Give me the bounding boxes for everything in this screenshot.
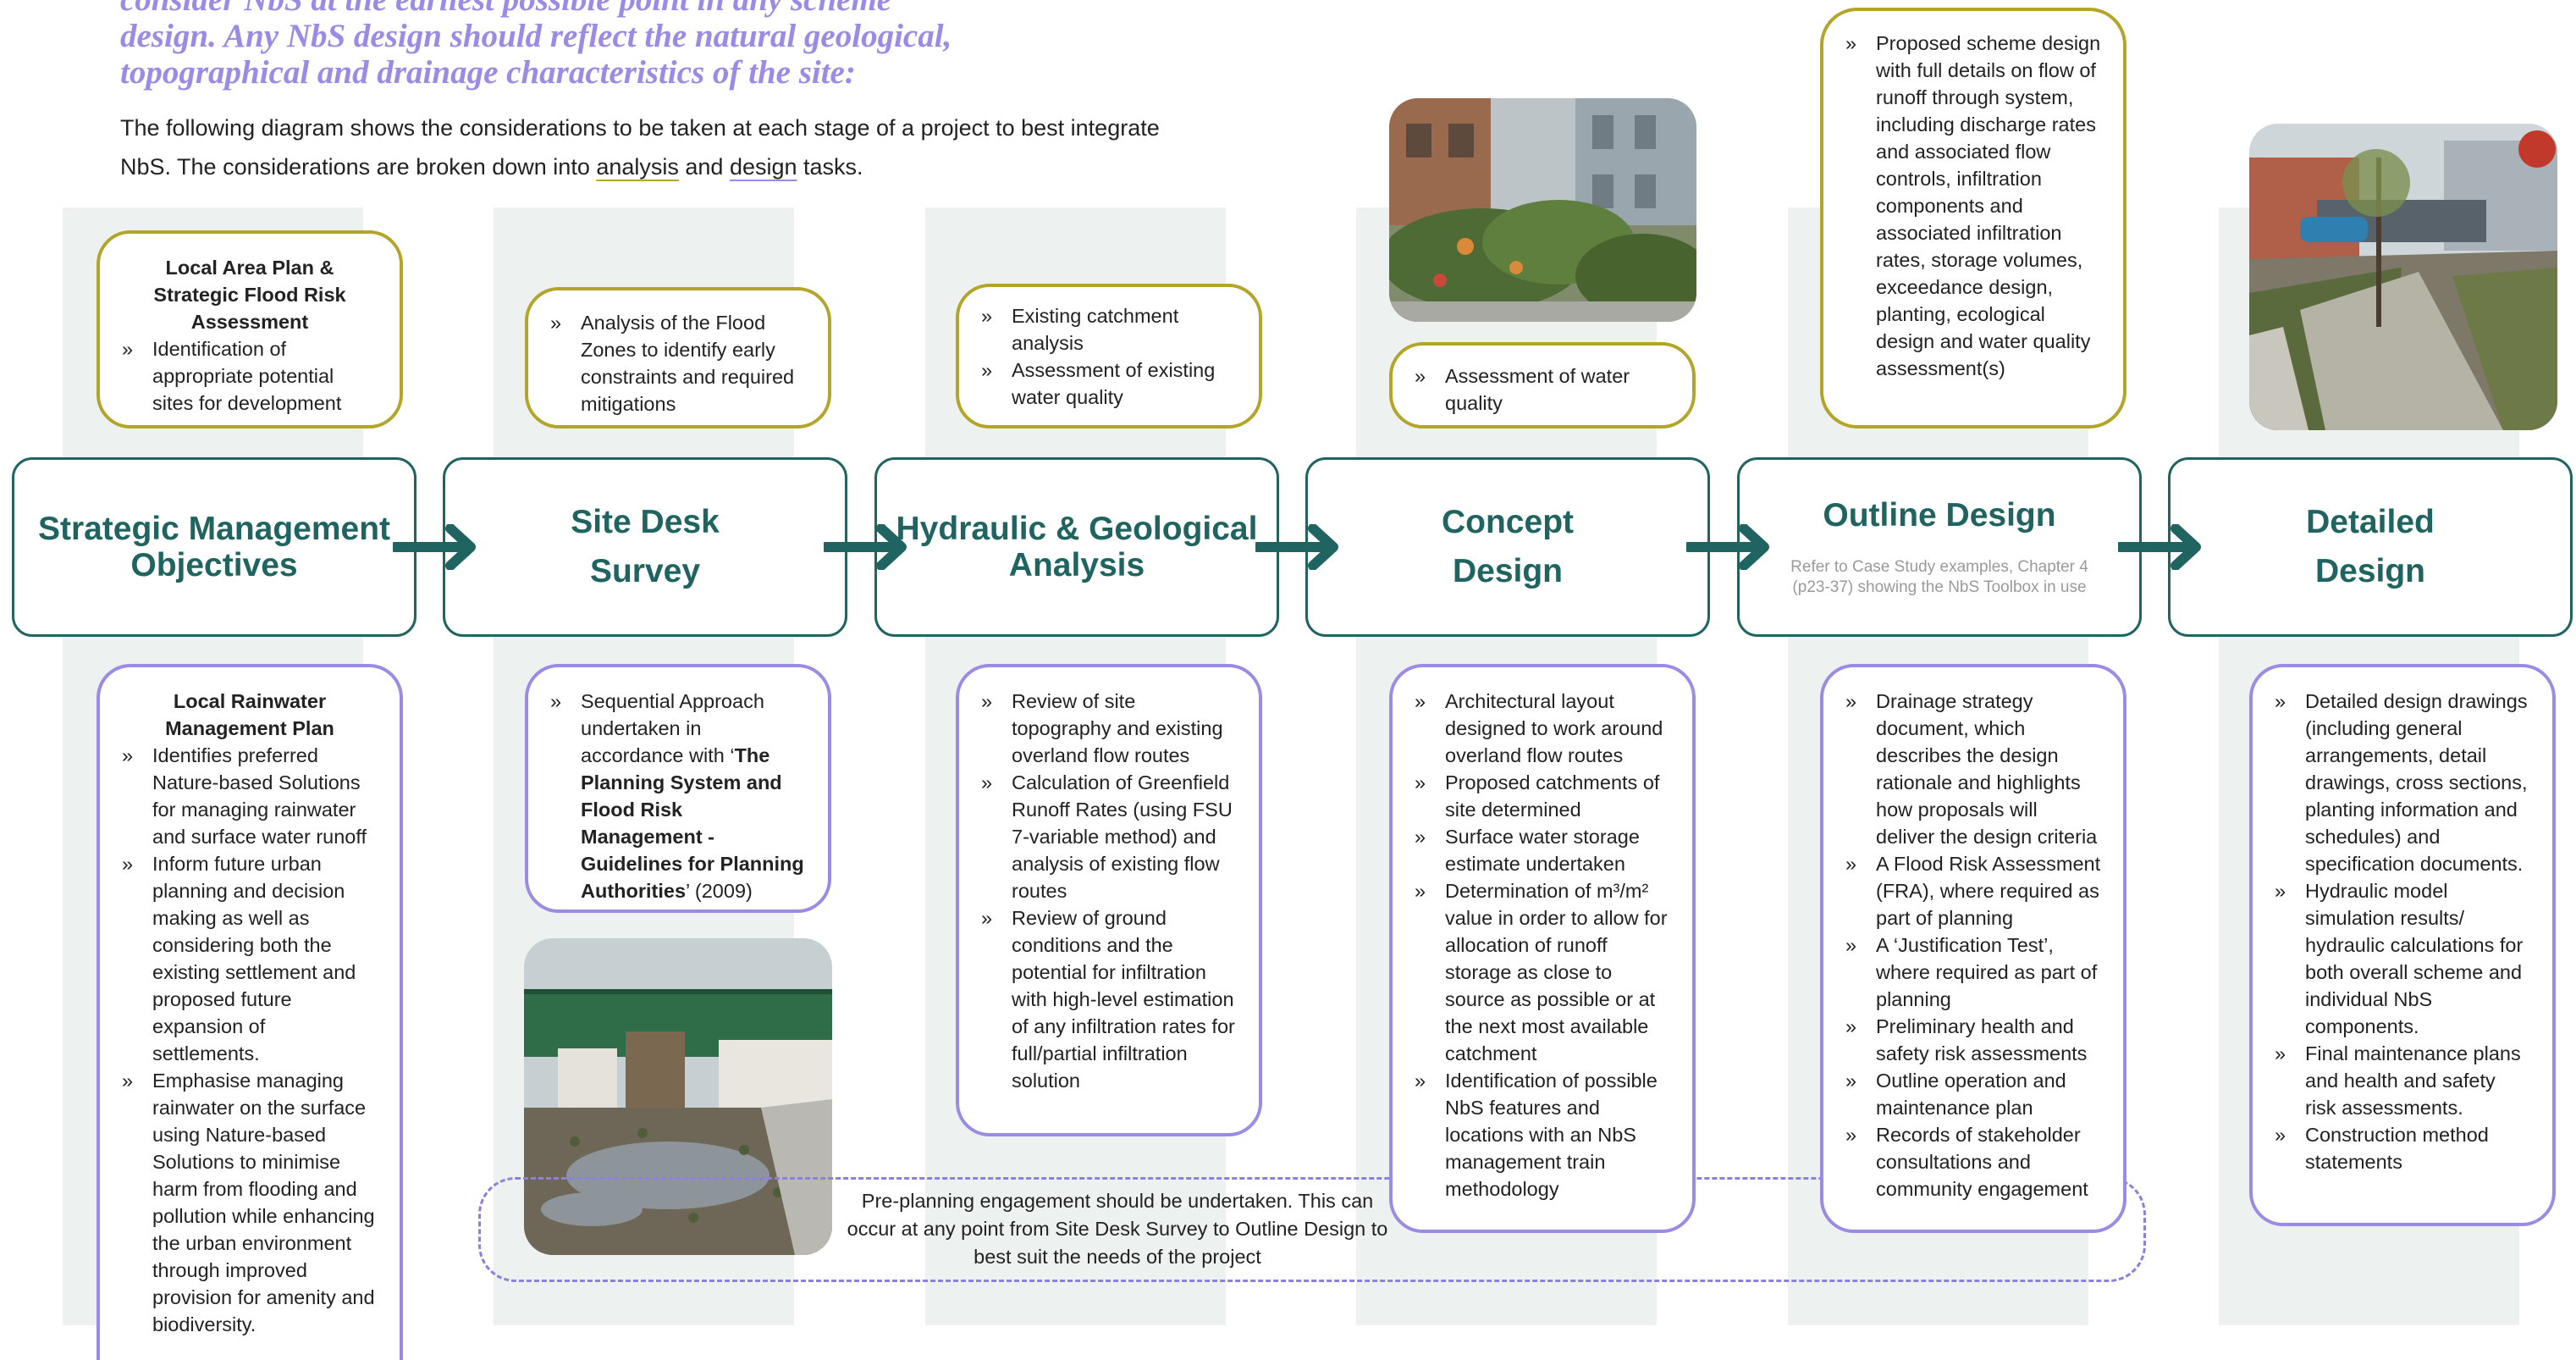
arrow-right-icon [2118, 524, 2201, 570]
card-list-item: Preliminary health and safety risk asses… [1845, 1013, 2101, 1067]
stage-title: Hydraulic & Geological Analysis [896, 511, 1258, 583]
card-list-item: Determination of m³/m² value in order to… [1415, 877, 1670, 1067]
analysis-key-word: analysis [596, 154, 679, 180]
card-title: Local Rainwater Management Plan [165, 690, 334, 739]
stage-title: Outline Design [1823, 496, 2056, 533]
analysis-card-site-desk-survey: Analysis of the Flood Zones to identify … [525, 287, 831, 428]
card-list-item: Identification of appropriate potential … [122, 335, 378, 417]
card-list: Sequential Approach undertaken in accord… [550, 688, 806, 904]
stage-outline-design: Outline Design Refer to Case Study examp… [1737, 457, 2142, 637]
card-list: Architectural layout designed to work ar… [1415, 688, 1670, 1202]
card-list: Drainage strategy document, which descri… [1845, 688, 2101, 1202]
card-list-item: Detailed design drawings (including gene… [2275, 688, 2530, 877]
card-list-item: Outline operation and maintenance plan [1845, 1067, 2101, 1121]
card-list-item: Identification of possible NbS features … [1415, 1067, 1670, 1202]
photo-urban-rain-garden [1389, 98, 1696, 322]
guideline-title: The Planning System and Flood Risk Manag… [581, 744, 804, 902]
card-list: Identification of appropriate potential … [122, 335, 378, 417]
card-list-item: A ‘Justification Test’, where required a… [1845, 932, 2101, 1013]
intro-text-middle: and [678, 154, 730, 180]
intro-heading-line: topographical and drainage characteristi… [120, 54, 856, 91]
card-list: Analysis of the Flood Zones to identify … [550, 309, 806, 417]
stage-strategic-management-objectives: Strategic Management Objectives [12, 457, 416, 637]
intro-heading-line: consider NbS at the earliest possible po… [120, 0, 1136, 18]
item-text: Sequential Approach undertaken in accord… [581, 690, 764, 766]
pre-planning-engagement-bracket [478, 1177, 2146, 1282]
card-list: Identifies preferred Nature-based Soluti… [122, 742, 378, 1338]
analysis-card-hydraulic: Existing catchment analysis Assessment o… [956, 284, 1262, 428]
stage-note: Refer to Case Study examples, Chapter 4 … [1790, 557, 2088, 596]
card-list-item: Identifies preferred Nature-based Soluti… [122, 742, 378, 850]
analysis-card-strategic: Local Area Plan & Strategic Flood Risk A… [97, 230, 403, 428]
analysis-card-outline: Proposed scheme design with full details… [1820, 8, 2126, 428]
pre-planning-engagement-note: Pre-planning engagement should be undert… [847, 1190, 1388, 1268]
item-text: ’ (2009) [686, 880, 753, 902]
intro-text-after: tasks. [797, 154, 863, 180]
card-list-item: Proposed scheme design with full details… [1845, 30, 2101, 382]
photo-flooded-planting-area [524, 938, 832, 1255]
card-list-item: Assessment of water quality [1415, 362, 1670, 417]
arrow-right-icon [1686, 524, 1769, 570]
card-list-item: Final maintenance plans and health and s… [2275, 1040, 2530, 1121]
stage-detailed-design: Detailed Design [2168, 457, 2573, 637]
card-list-item: Calculation of Greenfield Runoff Rates (… [981, 769, 1237, 904]
card-list-item: Existing catchment analysis [981, 302, 1237, 357]
card-list-item: Sequential Approach undertaken in accord… [550, 688, 806, 904]
stage-title: Concept Design [1442, 504, 1574, 589]
design-card-detailed: Detailed design drawings (including gene… [2249, 664, 2556, 1226]
card-list-item: A Flood Risk Assessment (FRA), where req… [1845, 850, 2101, 932]
card-title: Local Area Plan & Strategic Flood Risk A… [153, 257, 346, 333]
design-card-concept: Architectural layout designed to work ar… [1389, 664, 1696, 1233]
card-list-item: Analysis of the Flood Zones to identify … [550, 309, 806, 417]
design-card-site-desk-survey: Sequential Approach undertaken in accord… [525, 664, 831, 913]
card-list-item: Review of site topography and existing o… [981, 688, 1237, 769]
stage-concept-design: Concept Design [1305, 457, 1710, 637]
card-list: Detailed design drawings (including gene… [2275, 688, 2530, 1175]
card-list: Proposed scheme design with full details… [1845, 30, 2101, 382]
card-list: Assessment of water quality [1415, 362, 1670, 417]
stage-site-desk-survey: Site Desk Survey [443, 457, 847, 637]
card-list-item: Drainage strategy document, which descri… [1845, 688, 2101, 850]
arrow-right-icon [824, 524, 907, 570]
card-list-item: Review of ground conditions and the pote… [981, 904, 1237, 1094]
card-list-item: Construction method statements [2275, 1121, 2530, 1175]
card-list-item: Architectural layout designed to work ar… [1415, 688, 1670, 769]
intro-text-before: The following diagram shows the consider… [120, 115, 1160, 180]
card-list-item: Emphasise managing rainwater on the surf… [122, 1067, 378, 1338]
design-card-strategic: Local Rainwater Management Plan Identifi… [97, 664, 403, 1360]
stage-title: Strategic Management Objectives [37, 511, 391, 583]
intro-heading-line: design. Any NbS design should reflect th… [120, 18, 952, 54]
card-list-item: Inform future urban planning and decisio… [122, 850, 378, 1067]
design-card-hydraulic: Review of site topography and existing o… [956, 664, 1262, 1136]
design-key-word: design [729, 154, 797, 180]
stage-hydraulic-geological-analysis: Hydraulic & Geological Analysis [874, 457, 1279, 637]
arrow-right-icon [393, 524, 476, 570]
analysis-card-concept: Assessment of water quality [1389, 342, 1696, 428]
card-list-item: Surface water storage estimate undertake… [1415, 823, 1670, 877]
card-list-item: Records of stakeholder consultations and… [1845, 1121, 2101, 1202]
card-list: Existing catchment analysis Assessment o… [981, 302, 1237, 411]
stage-title: Site Desk Survey [571, 504, 720, 589]
arrow-right-icon [1255, 524, 1338, 570]
intro-paragraph: The following diagram shows the consider… [120, 108, 1187, 186]
card-list-item: Hydraulic model simulation results/ hydr… [2275, 877, 2530, 1040]
design-card-outline: Drainage strategy document, which descri… [1820, 664, 2126, 1233]
intro-heading: consider NbS at the earliest possible po… [120, 0, 1136, 91]
stage-title: Detailed Design [2306, 504, 2435, 589]
card-list: Review of site topography and existing o… [981, 688, 1237, 1094]
card-list-item: Assessment of existing water quality [981, 357, 1237, 411]
photo-street-bioswale [2249, 124, 2557, 430]
card-list-item: Proposed catchments of site determined [1415, 769, 1670, 823]
